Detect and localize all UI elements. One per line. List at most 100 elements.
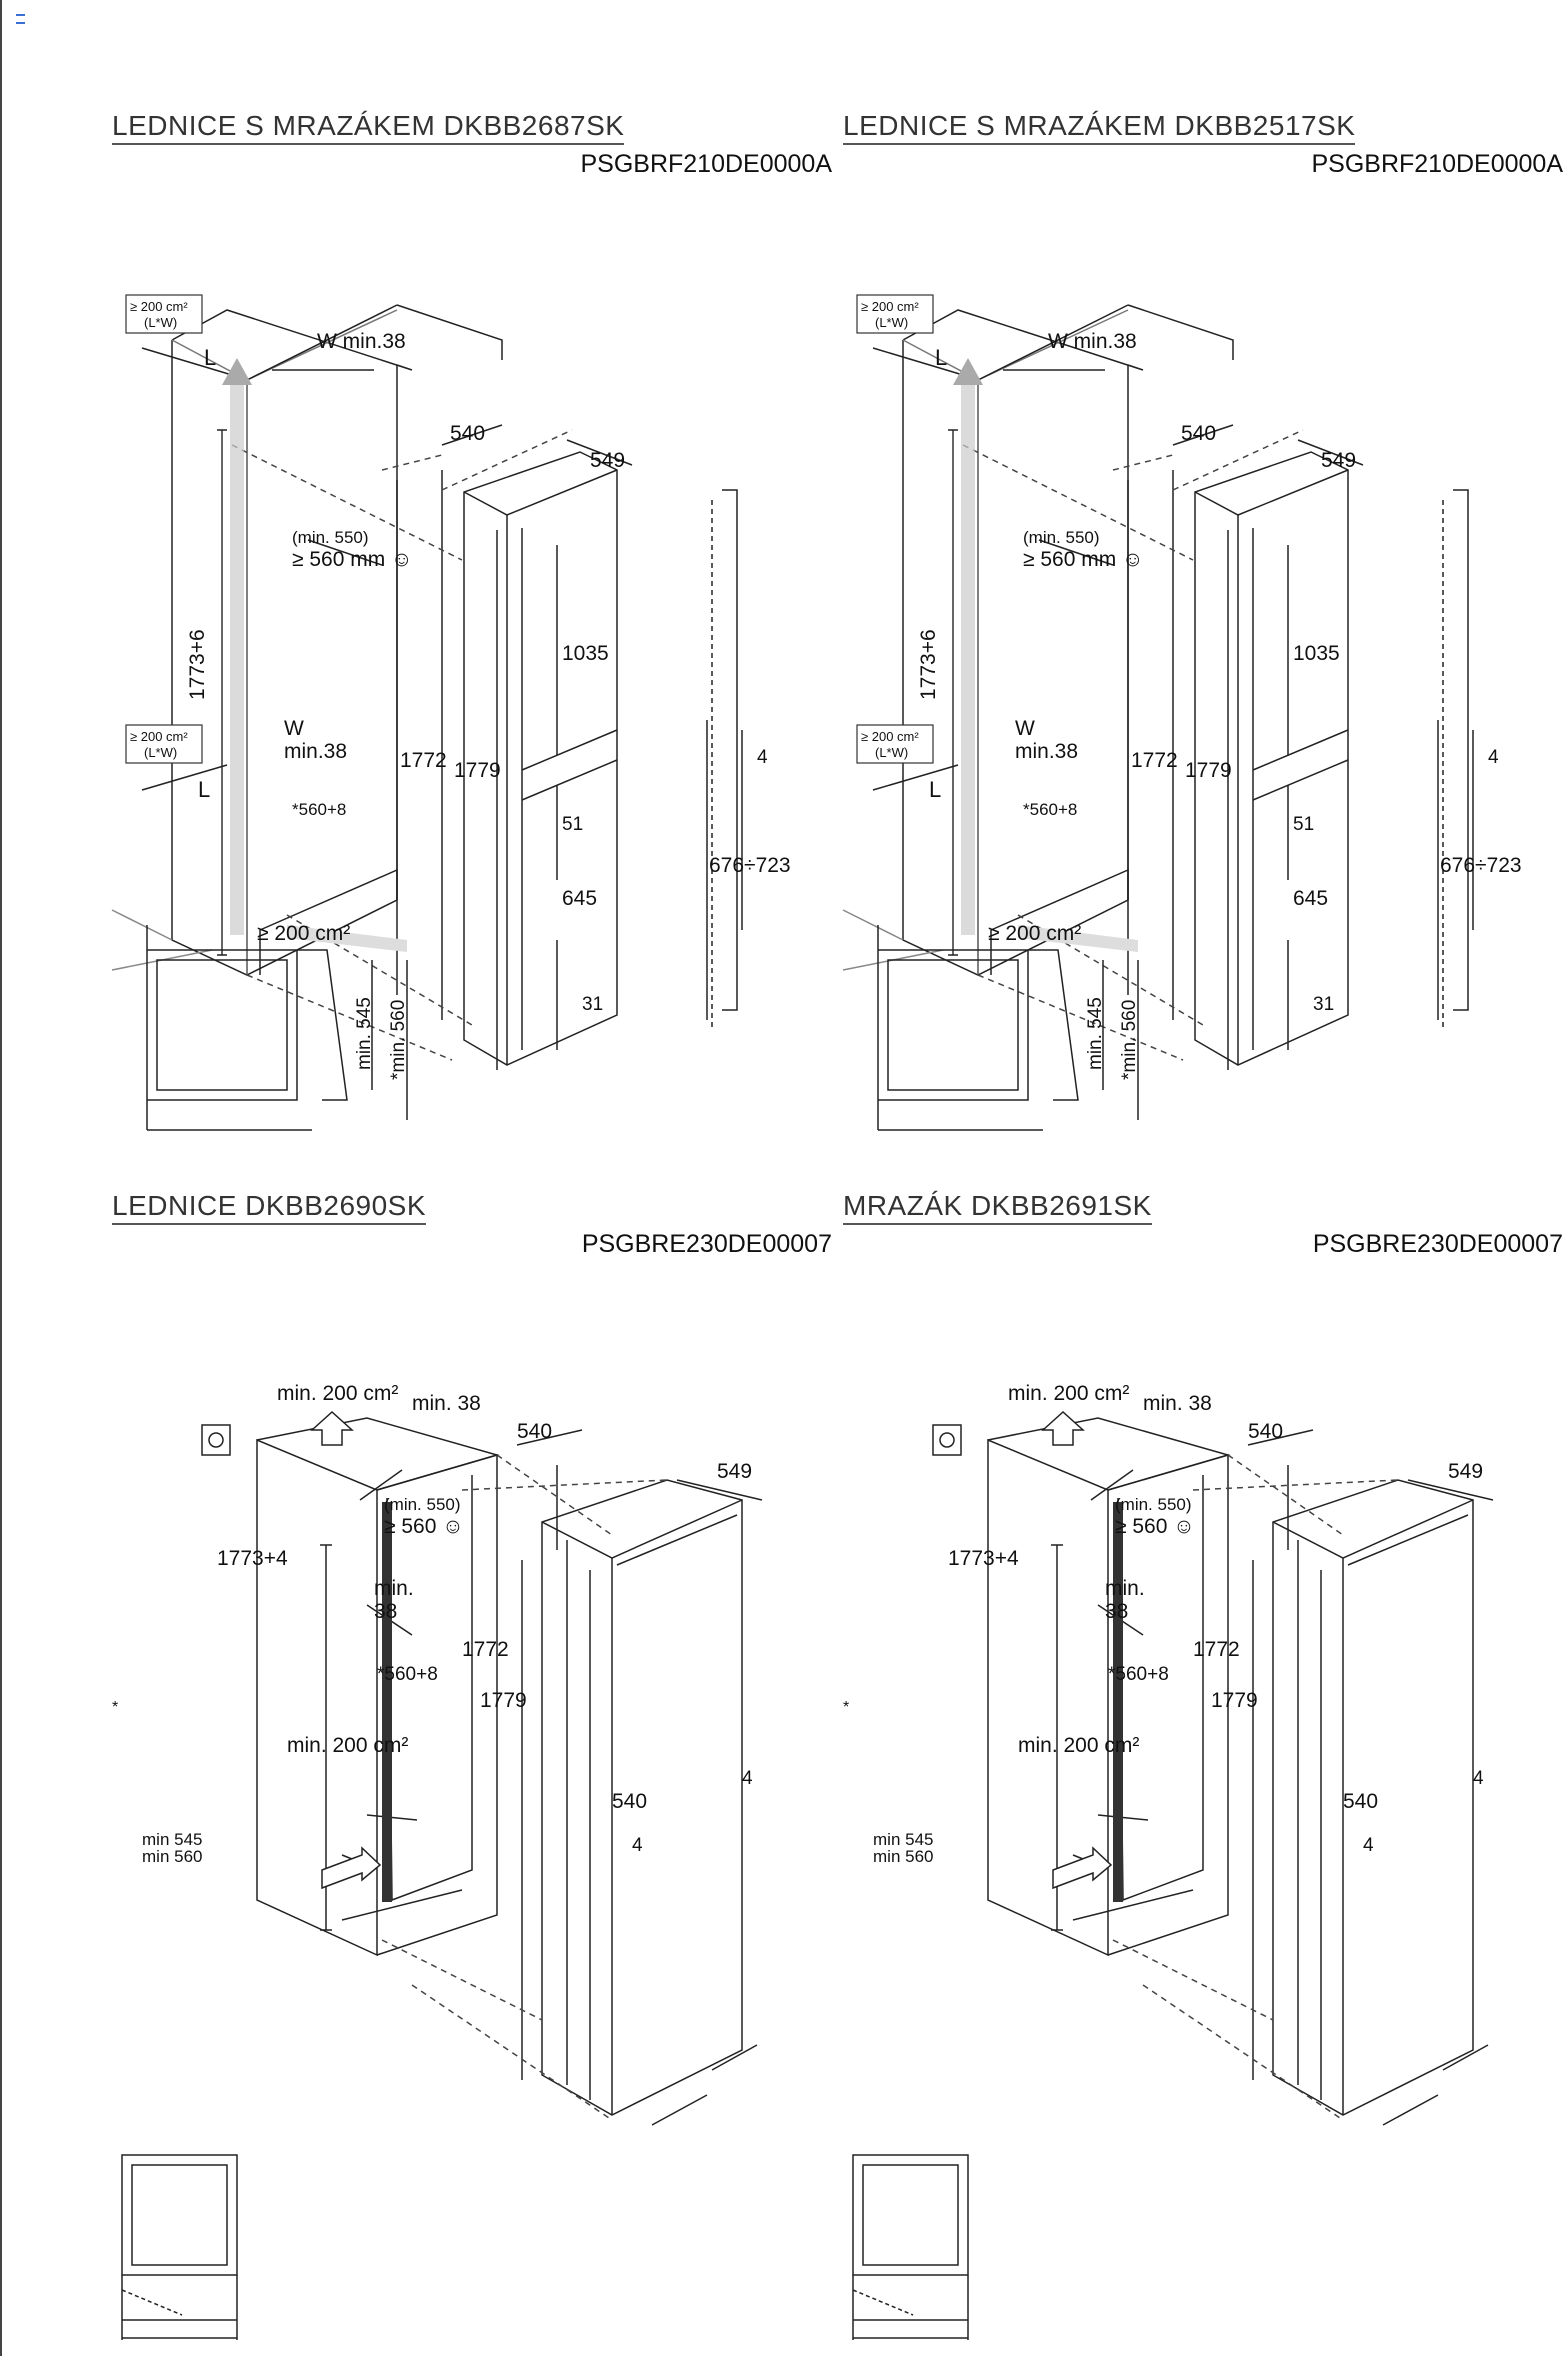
width-549-label: 549 <box>590 449 625 472</box>
min38-mid-label-1: min. <box>1105 1577 1145 1600</box>
min-545-label: min. 545 <box>1085 997 1106 1070</box>
section-code: PSGBRE230DE00007 <box>1312 1230 1563 1258</box>
l-top-label: L <box>204 345 216 370</box>
vent-top-label: ≥ 200 cm² <box>130 299 188 314</box>
section-code: PSGBRF210DE0000A <box>1311 150 1563 178</box>
depth-label-2: ≥ 560 ☺ <box>1115 1515 1195 1538</box>
vent-top-label: min. 200 cm² <box>1008 1382 1129 1405</box>
gap-51-label: 51 <box>1293 814 1314 835</box>
height-1035-label: 1035 <box>1293 642 1340 665</box>
star-label: * <box>843 1699 849 1716</box>
w-mid-label-2: min.38 <box>1015 740 1078 763</box>
w-mid-label-1: W <box>1015 717 1035 740</box>
depth-540-label: 540 <box>1181 422 1216 445</box>
gap-51-label: 51 <box>562 814 583 835</box>
vent-top-sub: (L*W) <box>875 315 908 330</box>
vent-top-label: ≥ 200 cm² <box>861 299 919 314</box>
vent-mid-sub: (L*W) <box>144 745 177 760</box>
l-bottom-label: L <box>198 777 210 802</box>
width-549-label: 549 <box>717 1460 752 1483</box>
height-1779-label: 1779 <box>1211 1689 1258 1712</box>
min-560-label: min 560 <box>873 1847 933 1866</box>
height-1035-label: 1035 <box>562 642 609 665</box>
niche-width-label: *560+8 <box>292 800 346 819</box>
star-label: * <box>112 1699 118 1716</box>
niche-height-label: 1773+4 <box>217 1547 288 1570</box>
height-1772-label: 1772 <box>1131 749 1178 772</box>
min-545-label: min 545 <box>142 1830 202 1849</box>
depth-label-2: ≥ 560 mm ☺ <box>292 548 413 571</box>
min-545-label: min 545 <box>873 1830 933 1849</box>
height-645-label: 645 <box>1293 887 1328 910</box>
w-mid-label-2: min.38 <box>284 740 347 763</box>
gap-4b-label: 4 <box>632 1835 643 1856</box>
min38-top-label: min. 38 <box>412 1392 481 1415</box>
section-dkbb2687sk: LEDNICE S MRAZÁKEM DKBB2687SK PSGBRF210D… <box>111 110 832 1131</box>
section-dkbb2691sk: MRAZÁK DKBB2691SK PSGBRE230DE00007 <box>843 1190 1563 2340</box>
min-545-label: min. 545 <box>354 997 375 1070</box>
depth-540-label: 540 <box>1248 1420 1283 1443</box>
height-645-label: 645 <box>562 887 597 910</box>
section-code: PSGBRF210DE0000A <box>580 150 832 178</box>
depth-540-label: 540 <box>450 422 485 445</box>
depth-540b-label: 540 <box>1343 1790 1378 1813</box>
section-title: LEDNICE S MRAZÁKEM DKBB2517SK <box>843 110 1356 145</box>
vent-floor-label: ≥ 200 cm² <box>257 922 350 945</box>
vent-mid-label: ≥ 200 cm² <box>130 729 188 744</box>
door-range-label: 676÷723 <box>1440 854 1522 877</box>
min-560-label: min 560 <box>142 1847 202 1866</box>
installation-drawing: min. 200 cm² min. 38 540 549 (min. 550) … <box>112 1382 763 2340</box>
w-mid-label-1: W <box>284 717 304 740</box>
vent-mid-sub: (L*W) <box>875 745 908 760</box>
min38-mid-label-2: 38 <box>374 1600 397 1623</box>
vent-floor-label: min. 200 cm² <box>287 1734 408 1757</box>
niche-height-label: 1773+6 <box>917 629 940 700</box>
min38-top-label: min. 38 <box>1143 1392 1212 1415</box>
installation-drawing: min. 200 cm² min. 38 540 549 (min. 550) … <box>843 1382 1494 2340</box>
height-1779-label: 1779 <box>454 759 501 782</box>
gap-4a-label: 4 <box>1473 1768 1484 1789</box>
height-1779-label: 1779 <box>1185 759 1232 782</box>
vent-top-sub: (L*W) <box>144 315 177 330</box>
height-1772-label: 1772 <box>1193 1638 1240 1661</box>
width-549-label: 549 <box>1448 1460 1483 1483</box>
depth-label-1: (min. 550) <box>384 1495 461 1514</box>
vent-mid-label: ≥ 200 cm² <box>861 729 919 744</box>
min38-mid-label-1: min. <box>374 1577 414 1600</box>
gap-4a-label: 4 <box>742 1768 753 1789</box>
section-title: LEDNICE DKBB2690SK <box>112 1190 427 1225</box>
w-top-label: W min.38 <box>1048 330 1137 353</box>
menu-icon[interactable] <box>16 14 25 24</box>
l-top-label: L <box>935 345 947 370</box>
section-title: LEDNICE S MRAZÁKEM DKBB2687SK <box>112 110 625 145</box>
depth-540b-label: 540 <box>612 1790 647 1813</box>
min-560-label: *min. 560 <box>388 1000 409 1080</box>
niche-width-label: *560+8 <box>1108 1664 1169 1685</box>
depth-label-1: (min. 550) <box>1115 1495 1192 1514</box>
w-top-label: W min.38 <box>317 330 406 353</box>
installation-drawing: ≥ 200 cm² (L*W) L W min.38 ≥ 200 cm² (L*… <box>842 294 1522 1131</box>
niche-height-label: 1773+6 <box>186 629 209 700</box>
niche-width-label: *560+8 <box>1023 800 1077 819</box>
vent-top-label: min. 200 cm² <box>277 1382 398 1405</box>
height-1772-label: 1772 <box>462 1638 509 1661</box>
vent-floor-label: min. 200 cm² <box>1018 1734 1139 1757</box>
section-dkbb2517sk: LEDNICE S MRAZÁKEM DKBB2517SK PSGBRF210D… <box>842 110 1563 1131</box>
l-bottom-label: L <box>929 777 941 802</box>
depth-label-1: (min. 550) <box>292 528 369 547</box>
gap-4-label: 4 <box>1488 747 1499 768</box>
gap-4-label: 4 <box>757 747 768 768</box>
gap-31-label: 31 <box>582 994 603 1015</box>
height-1772-label: 1772 <box>400 749 447 772</box>
installation-drawing: ≥ 200 cm² (L*W) L W min.38 ≥ 200 cm² (L*… <box>111 294 791 1131</box>
door-range-label: 676÷723 <box>709 854 791 877</box>
niche-height-label: 1773+4 <box>948 1547 1019 1570</box>
width-549-label: 549 <box>1321 449 1356 472</box>
section-title: MRAZÁK DKBB2691SK <box>843 1190 1152 1225</box>
height-1779-label: 1779 <box>480 1689 527 1712</box>
depth-label-1: (min. 550) <box>1023 528 1100 547</box>
section-code: PSGBRE230DE00007 <box>581 1230 832 1258</box>
depth-label-2: ≥ 560 mm ☺ <box>1023 548 1144 571</box>
section-dkbb2690sk: LEDNICE DKBB2690SK PSGBRE230DE00007 <box>112 1190 832 2340</box>
min-560-label: *min. 560 <box>1119 1000 1140 1080</box>
